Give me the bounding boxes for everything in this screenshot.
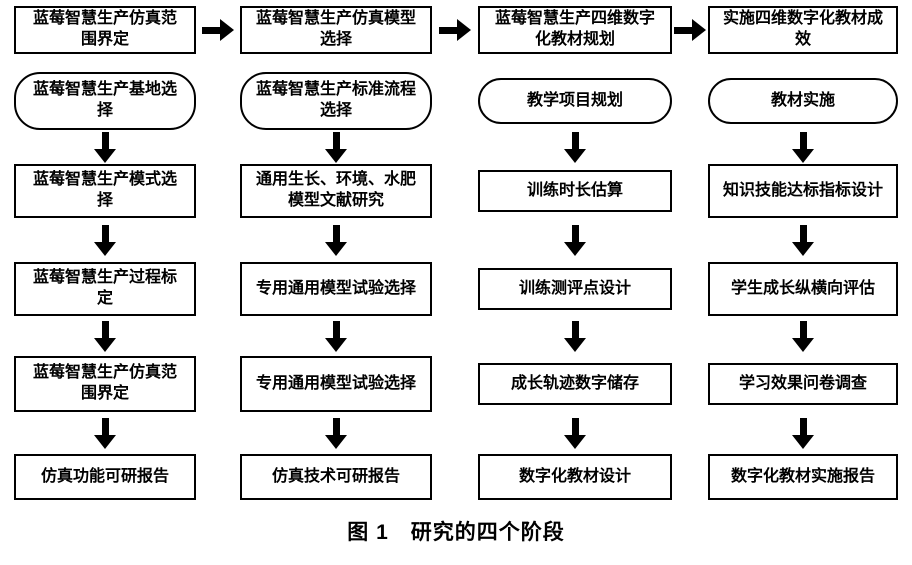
arrow-down-icon: [14, 316, 196, 356]
stage4-step4-box: 数字化教材实施报告: [708, 454, 898, 500]
arrow-down-icon: [14, 130, 196, 164]
arrow-down-icon: [708, 316, 898, 356]
stage2-step4-box: 仿真技术可研报告: [240, 454, 432, 500]
stage1-step2-box: 蓝莓智慧生产过程标定: [14, 262, 196, 316]
stage3-header-box: 蓝莓智慧生产四维数字化教材规划: [478, 6, 672, 54]
arrow-down-icon: [14, 218, 196, 262]
arrow-right-icon: [196, 6, 240, 54]
stage4-step3-box: 学习效果问卷调查: [708, 363, 898, 405]
stage3-step1-box: 训练时长估算: [478, 170, 672, 212]
arrow-down-icon: [478, 218, 672, 262]
arrow-down-icon: [708, 412, 898, 454]
stage3-step4-box: 数字化教材设计: [478, 454, 672, 500]
stage4-start-node: 教材实施: [708, 78, 898, 124]
stage1-step4-box: 仿真功能可研报告: [14, 454, 196, 500]
research-stages-flowchart: 蓝莓智慧生产仿真范围界定 蓝莓智慧生产仿真模型选择 蓝莓智慧生产四维数字化教材规…: [14, 6, 912, 500]
arrow-down-icon: [708, 130, 898, 164]
stage2-step3-box: 专用通用模型试验选择: [240, 356, 432, 412]
arrow-down-icon: [14, 412, 196, 454]
arrow-right-icon: [432, 6, 478, 54]
arrow-down-icon: [240, 218, 432, 262]
figure-caption: 图 1 研究的四个阶段: [347, 521, 565, 544]
arrow-down-icon: [240, 130, 432, 164]
stage2-header-box: 蓝莓智慧生产仿真模型选择: [240, 6, 432, 54]
arrow-down-icon: [240, 316, 432, 356]
arrow-down-icon: [478, 412, 672, 454]
stage3-step2-box: 训练测评点设计: [478, 268, 672, 310]
stage1-start-node: 蓝莓智慧生产基地选择: [14, 72, 196, 130]
arrow-down-icon: [478, 130, 672, 164]
arrow-down-icon: [478, 316, 672, 356]
stage4-step1-box: 知识技能达标指标设计: [708, 164, 898, 218]
stage4-header-box: 实施四维数字化教材成效: [708, 6, 898, 54]
stage3-step3-box: 成长轨迹数字储存: [478, 363, 672, 405]
stage1-step1-box: 蓝莓智慧生产模式选择: [14, 164, 196, 218]
stage3-start-node: 教学项目规划: [478, 78, 672, 124]
stage1-header-box: 蓝莓智慧生产仿真范围界定: [14, 6, 196, 54]
stage2-step1-box: 通用生长、环境、水肥模型文献研究: [240, 164, 432, 218]
arrow-down-icon: [708, 218, 898, 262]
stage2-start-node: 蓝莓智慧生产标准流程选择: [240, 72, 432, 130]
stage1-step3-box: 蓝莓智慧生产仿真范围界定: [14, 356, 196, 412]
arrow-right-icon: [672, 6, 708, 54]
stage4-step2-box: 学生成长纵横向评估: [708, 262, 898, 316]
stage2-step2-box: 专用通用模型试验选择: [240, 262, 432, 316]
arrow-down-icon: [240, 412, 432, 454]
